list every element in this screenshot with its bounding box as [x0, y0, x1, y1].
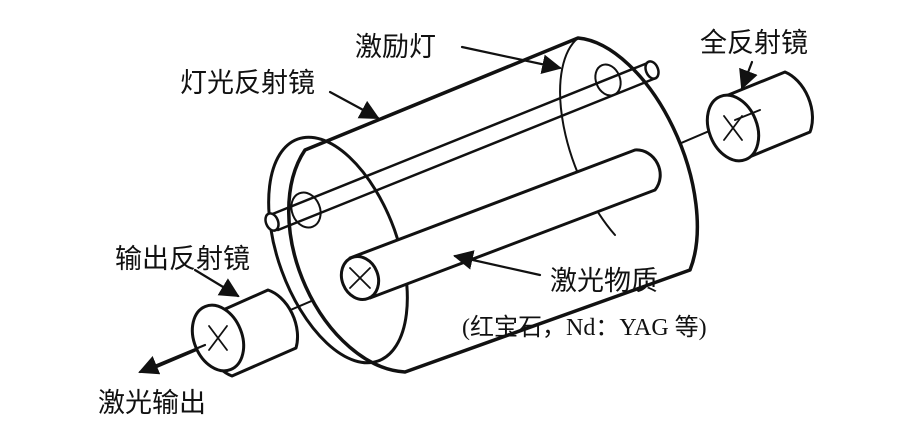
total-reflector-mirror [705, 70, 814, 163]
label-pump-lamp: 激励灯 [355, 32, 436, 63]
label-laser-output: 激光输出 [98, 388, 206, 419]
total-reflector-leader [739, 60, 758, 90]
output-reflector-mirror [190, 288, 299, 378]
output-reflector-leader [193, 268, 240, 298]
pump-lamp-leader [460, 45, 562, 74]
label-total-reflector: 全反射镜 [700, 28, 808, 59]
laser-medium-rod [339, 148, 662, 301]
laser-output-arrow [138, 343, 207, 375]
label-laser-medium: 激光物质 [550, 266, 658, 297]
pump-lamp [264, 60, 660, 232]
laser-medium-leader [453, 250, 542, 277]
label-lamp-reflector: 灯光反射镜 [180, 68, 315, 99]
cylinder-front-face [267, 135, 409, 365]
label-output-reflector: 输出反射镜 [115, 244, 250, 275]
label-medium-examples: (红宝石，Nd：YAG 等) [462, 314, 707, 341]
lamp-reflector-leader [328, 90, 380, 120]
